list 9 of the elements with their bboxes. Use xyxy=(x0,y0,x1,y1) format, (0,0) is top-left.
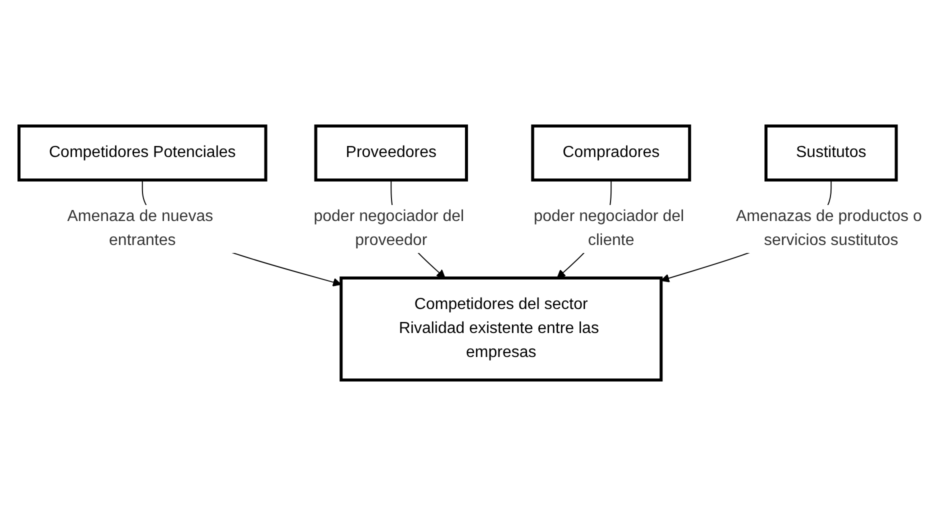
edge-label: Amenaza de nuevas entrantes xyxy=(67,208,214,248)
node-box: Compradores xyxy=(531,124,692,181)
node-box: Competidores Potenciales xyxy=(17,124,268,181)
edge-label: poder negociador del cliente xyxy=(534,208,684,248)
edge-label: Amenazas de productos o servicios sustitutos xyxy=(736,208,922,248)
node-box: Proveedores xyxy=(314,124,468,181)
edge-label: poder negociador del proveedor xyxy=(314,208,464,248)
node-box: Competidores del sector Rivalidad existente entre las empresas xyxy=(340,276,663,381)
node-box: Sustitutos xyxy=(764,124,898,181)
